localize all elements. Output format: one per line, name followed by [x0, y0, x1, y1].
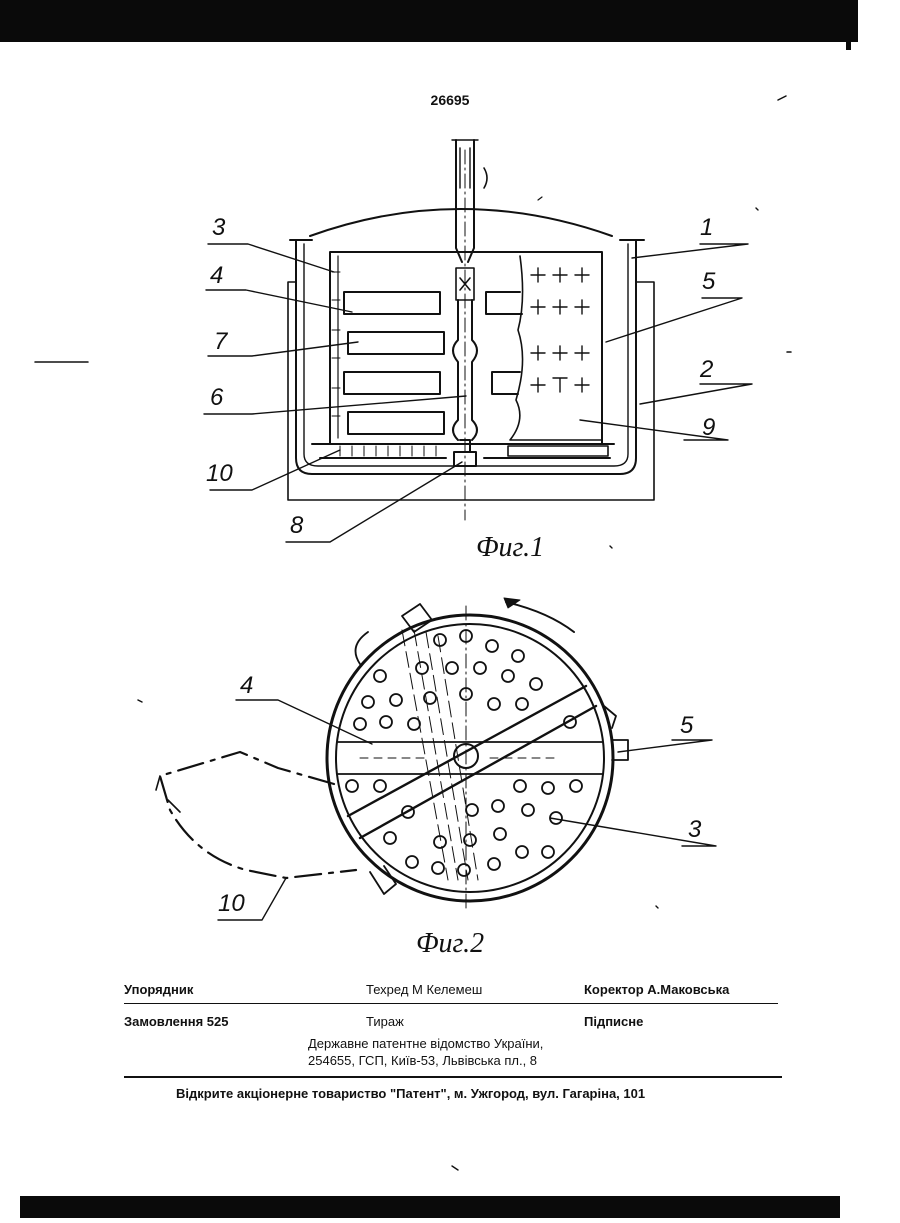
outer-ring: [327, 615, 613, 901]
leader-5: [606, 298, 742, 342]
fig1-label-5: 5: [702, 268, 715, 296]
top-lug: [402, 604, 432, 632]
perforation-crosses: [531, 268, 589, 392]
scan-mark: [138, 208, 758, 1170]
bottom-tray-right: [508, 446, 608, 456]
leader-3: [208, 244, 334, 272]
rotation-arrow: [484, 168, 487, 188]
fig2-caption: Фиг.2: [416, 928, 484, 960]
door-hinge: [156, 776, 180, 812]
imprint-order: Замовлення 525: [124, 1014, 229, 1029]
leader-2: [640, 384, 752, 404]
imprint-subscription: Підписне: [584, 1014, 643, 1029]
figure-2-drawing: [138, 208, 758, 1170]
leader-1: [632, 244, 748, 258]
leader-5b: [618, 740, 712, 752]
leader-7: [208, 342, 358, 356]
cutaway-edge: [510, 256, 602, 440]
imprint-rule-2: [124, 1076, 782, 1078]
shelf-left: [344, 292, 440, 314]
shelf-left: [344, 372, 440, 394]
fig1-label-6: 6: [210, 384, 223, 412]
imprint-printer: Відкрите акціонерне товариство "Патент",…: [176, 1086, 645, 1101]
imprint-circulation: Тираж: [366, 1014, 404, 1029]
imprint-compiler: Упорядник: [124, 982, 193, 997]
basket: [330, 252, 602, 444]
rotation-arrow-2: [506, 602, 574, 632]
rotation-arrow-head: [504, 598, 520, 608]
shelf-right: [486, 292, 522, 314]
scan-mark: [778, 96, 786, 100]
fig2-label-4: 4: [240, 672, 253, 700]
fig1-label-4: 4: [210, 262, 223, 290]
lid: [310, 209, 612, 236]
imprint-corrector: Коректор А.Маковська: [584, 982, 729, 997]
scan-mark: [538, 197, 542, 200]
fig1-label-3: 3: [212, 214, 225, 242]
bottom-plate-hatch: [340, 446, 436, 456]
figure-1-drawing: [35, 96, 791, 542]
fig1-caption: Фиг.1: [476, 532, 544, 564]
imprint-rule: [124, 1003, 778, 1004]
hatch-strip: [402, 630, 478, 880]
shelf-right: [492, 372, 520, 394]
fig1-label-2: 2: [700, 356, 713, 384]
fig1-label-10: 10: [206, 460, 233, 488]
imprint-office-1: Державне патентне відомство України,: [308, 1036, 543, 1051]
fig2-label-3: 3: [688, 816, 701, 844]
shelf-left: [348, 412, 444, 434]
fig1-label-7: 7: [214, 328, 227, 356]
fig1-label-8: 8: [290, 512, 303, 540]
leader-4b: [236, 700, 372, 744]
fig1-label-1: 1: [700, 214, 713, 242]
fig2-label-10: 10: [218, 890, 245, 918]
fig2-label-5: 5: [680, 712, 693, 740]
imprint-office-2: 254655, ГСП, Київ-53, Львівська пл., 8: [308, 1053, 537, 1068]
fig1-label-9: 9: [702, 414, 715, 442]
imprint-techred: Техред М Келемеш: [366, 982, 482, 997]
shelf-left: [348, 332, 444, 354]
